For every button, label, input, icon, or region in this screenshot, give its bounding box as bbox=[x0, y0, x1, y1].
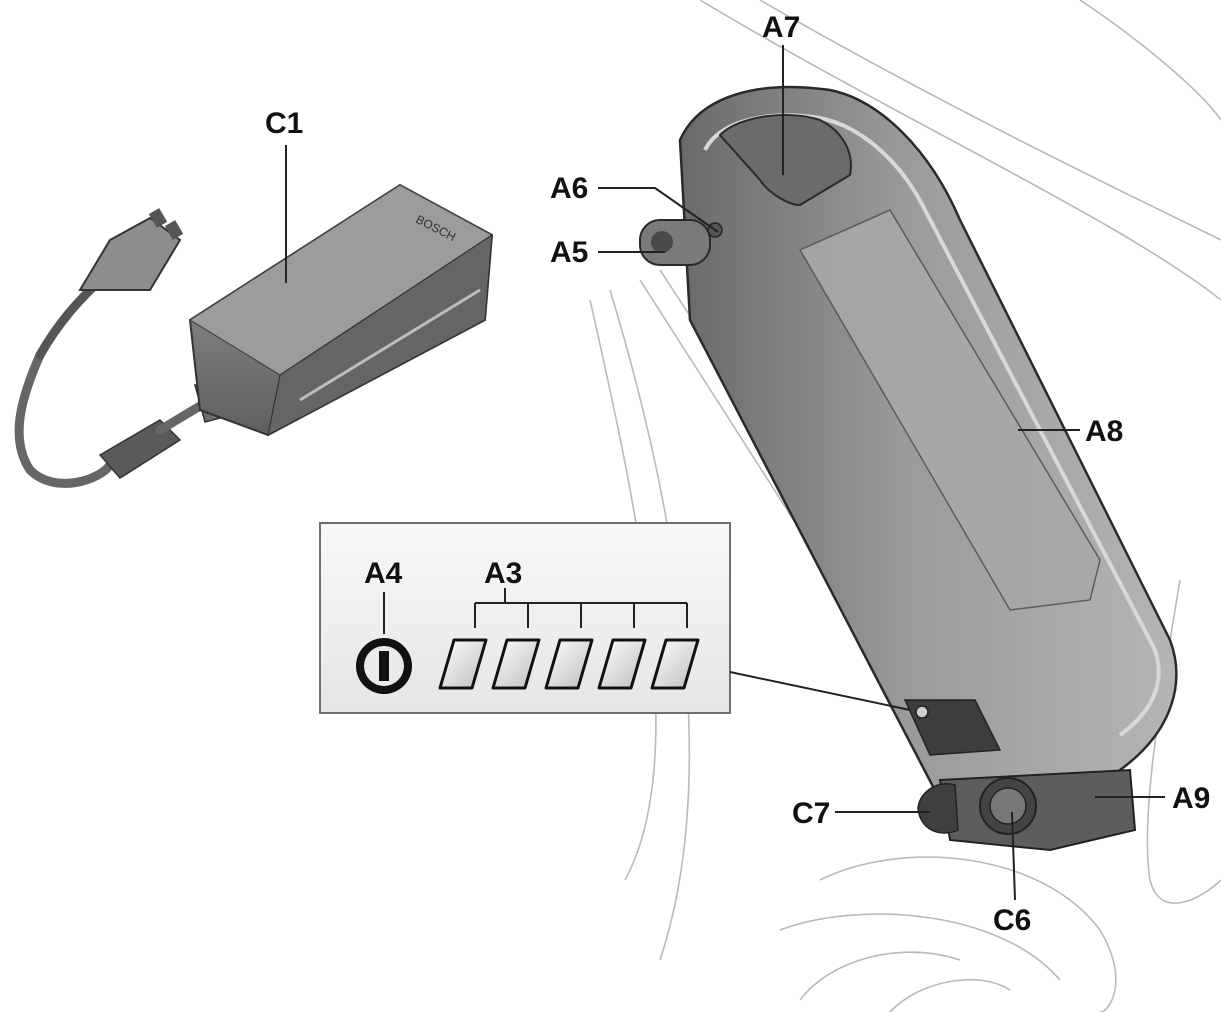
charge-led-icon bbox=[544, 638, 594, 690]
operating-panel-inset bbox=[319, 522, 911, 714]
charge-led-icon bbox=[438, 638, 488, 690]
a6-leader bbox=[598, 187, 719, 233]
label-c7: C7 bbox=[792, 797, 830, 830]
label-a9: A9 bbox=[1172, 782, 1210, 815]
c6-leader bbox=[1011, 811, 1016, 901]
callout-labels: C1 A7 A6 A5 A8 A4 A3 A9 C7 C6 bbox=[265, 11, 1210, 937]
inset-pointer-line bbox=[729, 671, 911, 711]
label-c1: C1 bbox=[265, 107, 303, 140]
label-a3: A3 bbox=[484, 557, 522, 590]
charger: BOSCH bbox=[14, 183, 494, 488]
label-a5: A5 bbox=[550, 236, 588, 269]
charge-indicator-bracket bbox=[474, 588, 688, 628]
charge-level-indicator bbox=[438, 638, 700, 690]
label-a7: A7 bbox=[762, 11, 800, 44]
lock-key bbox=[639, 219, 711, 266]
battery-power-button bbox=[915, 705, 929, 719]
socket-cover bbox=[917, 783, 959, 834]
charge-led-icon bbox=[597, 638, 647, 690]
battery bbox=[639, 85, 1178, 852]
label-a6: A6 bbox=[550, 172, 588, 205]
power-icon bbox=[356, 638, 412, 694]
label-a8: A8 bbox=[1085, 415, 1123, 448]
charge-led-icon bbox=[491, 638, 541, 690]
leader-lines bbox=[285, 45, 1165, 901]
label-c6: C6 bbox=[993, 904, 1031, 937]
charge-led-icon bbox=[650, 638, 700, 690]
label-a4: A4 bbox=[364, 557, 403, 590]
